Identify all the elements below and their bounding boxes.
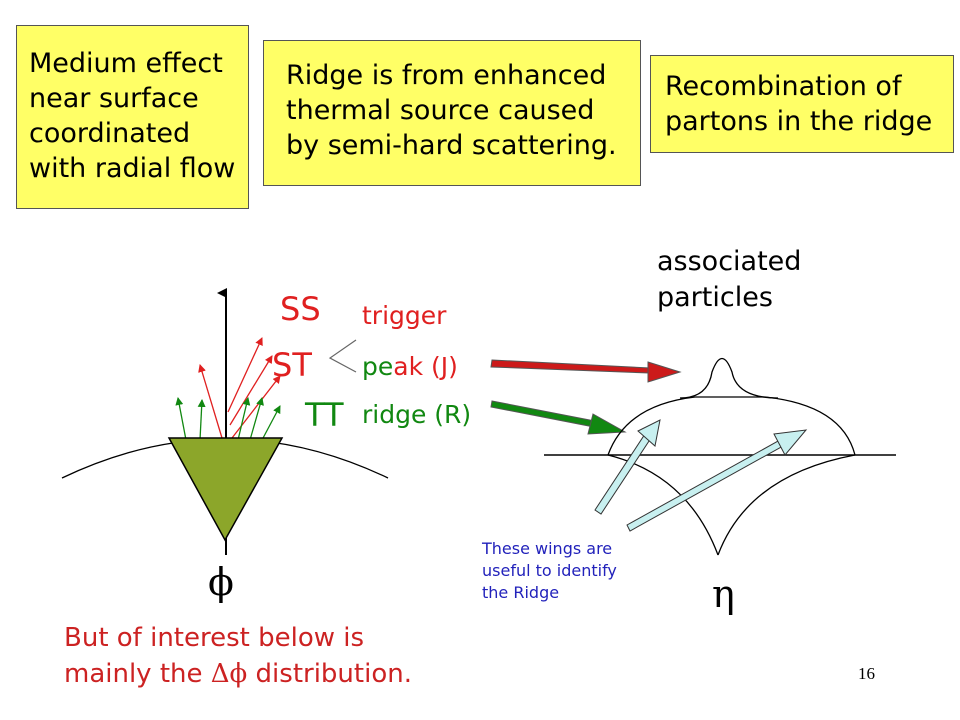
medium-effect-line-1: Medium effect (29, 48, 223, 79)
ridge-source-box: Ridge is from enhanced thermal source ca… (263, 40, 641, 186)
wings-note-line-3: the Ridge (482, 583, 560, 602)
associated-particles-label: associated particles (657, 244, 801, 316)
green-arrow-4 (249, 397, 264, 441)
wings-note-line-2: useful to identify (482, 561, 617, 580)
medium-effect-line-3: coordinated (29, 118, 191, 149)
bottom-note-line-2: mainly the Δϕ distribution. (64, 656, 412, 692)
medium-effect-line-2: near surface (29, 83, 199, 114)
wing-arrow-1 (594, 419, 661, 515)
tt-label: TT (305, 396, 344, 434)
green-arrow-3 (237, 397, 251, 441)
recombination-line-2: partons in the ridge (665, 106, 933, 137)
medium-effect-line-4: with radial flow (29, 153, 236, 184)
wing-left (607, 454, 719, 556)
st-label: ST (272, 346, 312, 384)
ridge-source-line-2: thermal source caused (286, 95, 595, 126)
ridge-label: ridge (R) (362, 400, 472, 429)
bottom-note-text-b: distribution. (247, 659, 412, 689)
peak-label: peak (J) (362, 352, 458, 381)
green-arrow-2 (197, 399, 206, 441)
ridge-source-line-3: by semi-hard scattering. (286, 130, 617, 161)
red-arrow-1 (198, 364, 223, 439)
bottom-note-text-a: mainly the (64, 659, 211, 689)
jet-peak (679, 357, 779, 399)
red-arrow-3 (229, 355, 273, 426)
associated-line-2: particles (657, 282, 773, 313)
bottom-note: But of interest below is mainly the Δϕ d… (64, 620, 412, 692)
red-arrow-2 (227, 337, 263, 413)
eta-symbol: η (712, 572, 735, 616)
wing-right (717, 454, 856, 556)
page-number: 16 (858, 664, 875, 683)
wings-note-line-1: These wings are (482, 539, 613, 558)
green-arrow-1 (175, 397, 187, 441)
recombination-line-1: Recombination of (665, 71, 902, 102)
red-jet-arrows (198, 337, 281, 439)
big-green-arrow (490, 400, 627, 435)
trigger-bracket (328, 339, 357, 373)
ridge-source-line-1: Ridge is from enhanced (286, 60, 607, 91)
delta-phi-symbol: Δϕ (210, 659, 248, 689)
green-ridge-arrows (175, 397, 281, 441)
recombination-box: Recombination of partons in the ridge (650, 55, 954, 153)
green-arrow-5 (261, 405, 281, 441)
medium-effect-box: Medium effect near surface coordinated w… (16, 25, 249, 209)
associated-line-1: associated (657, 246, 802, 277)
peak-label-part-a: pe (362, 352, 394, 381)
wings-note: These wings are useful to identify the R… (482, 538, 617, 604)
red-arrow-4 (231, 375, 281, 439)
ss-label: SS (280, 290, 321, 328)
wing-arrow-2 (626, 429, 808, 532)
bottom-note-line-1: But of interest below is (64, 623, 365, 653)
trigger-label: trigger (362, 301, 447, 330)
peak-label-part-b: ak (J) (393, 352, 458, 381)
big-red-arrow (490, 359, 682, 383)
medium-cone (167, 437, 284, 542)
phi-symbol: ϕ (208, 560, 234, 604)
